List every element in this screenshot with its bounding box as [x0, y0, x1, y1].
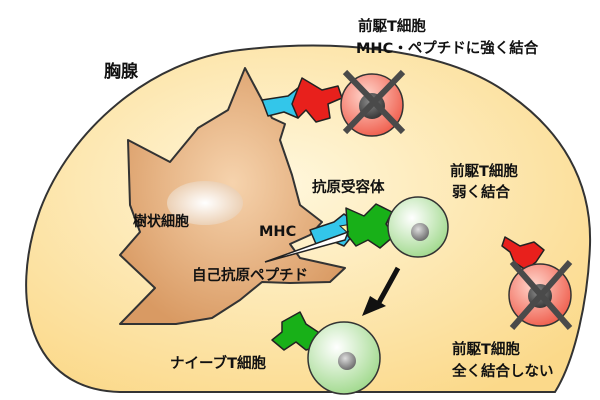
- strong-binding-desc: MHC・ペプチドに強く結合: [356, 39, 539, 57]
- precursor-t-cell-weak-nucleus: [411, 223, 429, 241]
- cross-mark-strong: [342, 69, 406, 135]
- no-binding-desc: 全く結合しない: [451, 362, 554, 380]
- self-peptide-label: 自己抗原ペプチド: [192, 266, 308, 284]
- dendritic-cell-nucleus: [167, 181, 243, 225]
- dendritic-cell-label: 樹状細胞: [133, 213, 189, 230]
- self-peptide-pointer: [264, 230, 350, 263]
- differentiation-arrow: [362, 266, 401, 316]
- cross-mark-none: [509, 260, 573, 330]
- naive-t-cell-label: ナイーブT細胞: [170, 354, 267, 372]
- naive-t-cell-nucleus: [338, 352, 356, 370]
- receptor-green-naive: [271, 311, 321, 351]
- weak-binding-title: 前駆T細胞: [450, 162, 518, 180]
- weak-binding-desc: 弱く結合: [452, 183, 510, 201]
- antigen-receptor-label: 抗原受容体: [312, 178, 385, 196]
- no-binding-title: 前駆T細胞: [452, 340, 520, 358]
- receptor-red-top: [291, 77, 343, 123]
- strong-binding-title: 前駆T細胞: [358, 17, 426, 35]
- thymus-label: 胸腺: [104, 61, 139, 82]
- mhc-label: MHC: [259, 224, 296, 240]
- receptor-green-middle: [345, 203, 395, 249]
